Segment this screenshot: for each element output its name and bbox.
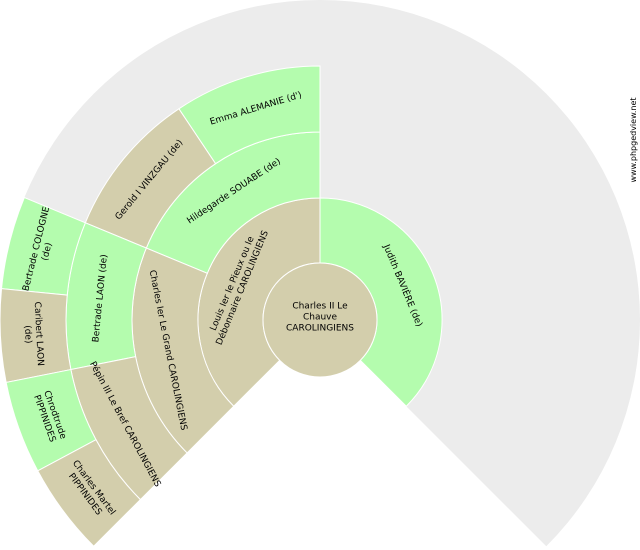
watermark: www.phpgedview.net bbox=[629, 97, 638, 182]
label-line: (de) bbox=[22, 325, 33, 344]
root-label-line: Chauve bbox=[303, 313, 338, 323]
root-label-line: Charles II Le bbox=[292, 302, 348, 312]
label-line: Caribert LAON bbox=[32, 301, 45, 366]
label-line: (de) bbox=[40, 242, 54, 262]
root-label-line: CAROLINGIENS bbox=[286, 324, 354, 334]
segment-charles-martel[interactable] bbox=[37, 439, 142, 547]
label-caribert-laon: Caribert LAON(de) bbox=[22, 301, 45, 366]
root-person-circle[interactable] bbox=[262, 262, 378, 378]
